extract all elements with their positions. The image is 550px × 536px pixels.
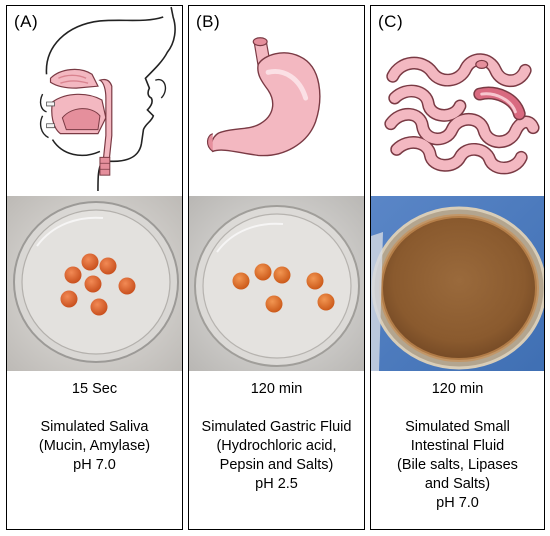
petri-dish-photo	[7, 196, 182, 371]
caption-line: Intestinal Fluid	[410, 438, 505, 454]
caption: 120 min Simulated Small Intestinal Fluid…	[371, 380, 544, 513]
caption-line: (Bile salts, Lipases	[397, 457, 518, 473]
stomach-icon	[206, 37, 321, 157]
panel-b-gastric: (B)	[188, 5, 365, 530]
panel-letter: (B)	[196, 12, 221, 31]
panel-letter: (A)	[14, 12, 39, 31]
caption-line: Simulated Gastric Fluid	[201, 419, 352, 435]
caption-line: Pepsin and Salts)	[219, 457, 334, 473]
beaker-photo	[371, 196, 544, 371]
caption: 120 min Simulated Gastric Fluid (Hydroch…	[189, 380, 364, 494]
caption: 15 Sec Simulated Saliva (Mucin, Amylase)…	[7, 380, 182, 475]
incubation-time: 120 min	[431, 381, 484, 397]
panel-c-intestinal: (C)	[370, 5, 545, 530]
small-intestine-icon	[384, 53, 540, 175]
caption-line: pH 7.0	[436, 495, 479, 511]
caption-line: Simulated Small	[405, 419, 510, 435]
pellets	[60, 253, 136, 316]
caption-line: pH 7.0	[73, 457, 116, 473]
caption-line: Simulated Saliva	[40, 419, 149, 435]
caption-line: (Mucin, Amylase)	[38, 438, 151, 454]
caption-line: pH 2.5	[255, 476, 298, 492]
petri-dish-photo	[189, 196, 364, 371]
panel-letter: (C)	[378, 12, 404, 31]
incubation-time: 15 Sec	[71, 381, 118, 397]
incubation-time: 120 min	[250, 381, 303, 397]
panel-a-saliva: (A)	[6, 5, 183, 530]
pellets	[232, 263, 335, 313]
caption-line: and Salts)	[424, 476, 491, 492]
caption-line: (Hydrochloric acid,	[216, 438, 337, 454]
head-mouth-icon	[39, 6, 176, 191]
